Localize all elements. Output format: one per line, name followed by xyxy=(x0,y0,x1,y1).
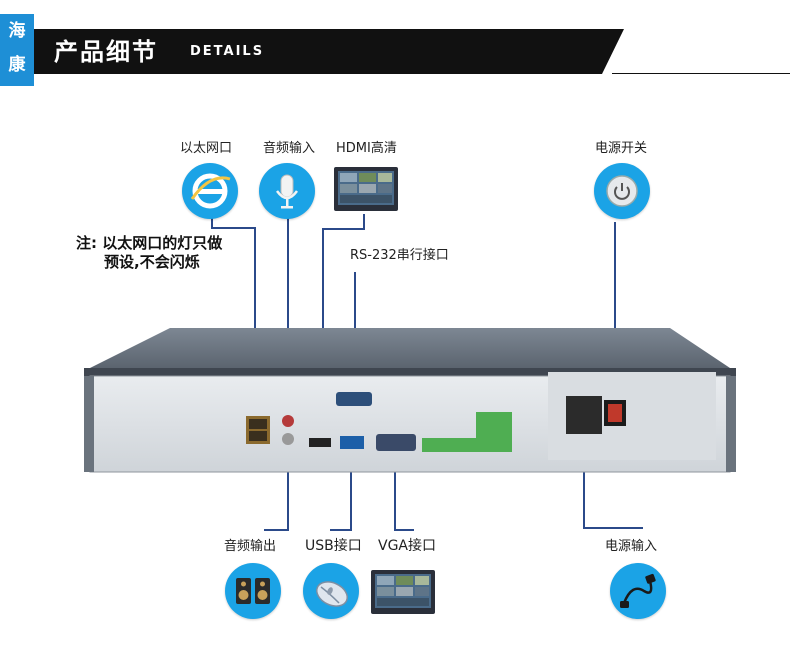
mouse-icon xyxy=(303,563,359,619)
nvr-device-rear xyxy=(80,320,740,480)
monitor-icon xyxy=(370,568,436,618)
line-hdmi-h xyxy=(322,228,364,230)
note-line-1: 注: 以太网口的灯只做 xyxy=(76,234,223,252)
line-ethernet-h xyxy=(211,227,256,229)
header-underline xyxy=(612,73,790,74)
page-title: 产品细节 xyxy=(54,38,158,66)
power-button-icon xyxy=(594,163,650,219)
line-ethernet-v1 xyxy=(211,218,213,228)
line-vga-v xyxy=(394,462,396,530)
line-power-in-v xyxy=(583,440,585,528)
brand-char-2: 康 xyxy=(8,55,26,75)
brand-badge: 海 康 xyxy=(0,14,34,86)
label-audio-in: 音频输入 xyxy=(263,141,316,156)
label-audio-out: 音频输出 xyxy=(224,539,277,554)
line-usb-h xyxy=(330,529,352,531)
line-hdmi-v1 xyxy=(363,214,365,230)
label-rs232: RS-232串行接口 xyxy=(350,248,449,263)
brand-char-1: 海 xyxy=(8,21,26,41)
speakers-icon xyxy=(225,563,281,619)
line-power-switch xyxy=(614,222,616,412)
ie-icon xyxy=(182,163,238,219)
label-power-in: 电源输入 xyxy=(605,539,658,554)
line-usb-v xyxy=(350,460,352,530)
microphone-icon xyxy=(259,163,315,219)
line-audio-out-v xyxy=(287,455,289,530)
power-cord-icon xyxy=(610,563,666,619)
label-power-switch: 电源开关 xyxy=(595,141,648,156)
label-usb: USB接口 xyxy=(305,538,362,554)
page-subtitle: DETAILS xyxy=(190,44,265,59)
note-line-2: 预设,不会闪烁 xyxy=(104,253,200,271)
monitor-icon xyxy=(333,165,399,215)
line-power-in-h xyxy=(583,527,643,529)
line-ethernet-v2 xyxy=(254,227,256,417)
line-vga-h xyxy=(394,529,414,531)
header-bar xyxy=(34,29,624,74)
label-vga: VGA接口 xyxy=(378,538,437,554)
line-audio-out-h xyxy=(264,529,289,531)
label-hdmi: HDMI高清 xyxy=(336,141,397,156)
label-ethernet: 以太网口 xyxy=(180,141,233,156)
